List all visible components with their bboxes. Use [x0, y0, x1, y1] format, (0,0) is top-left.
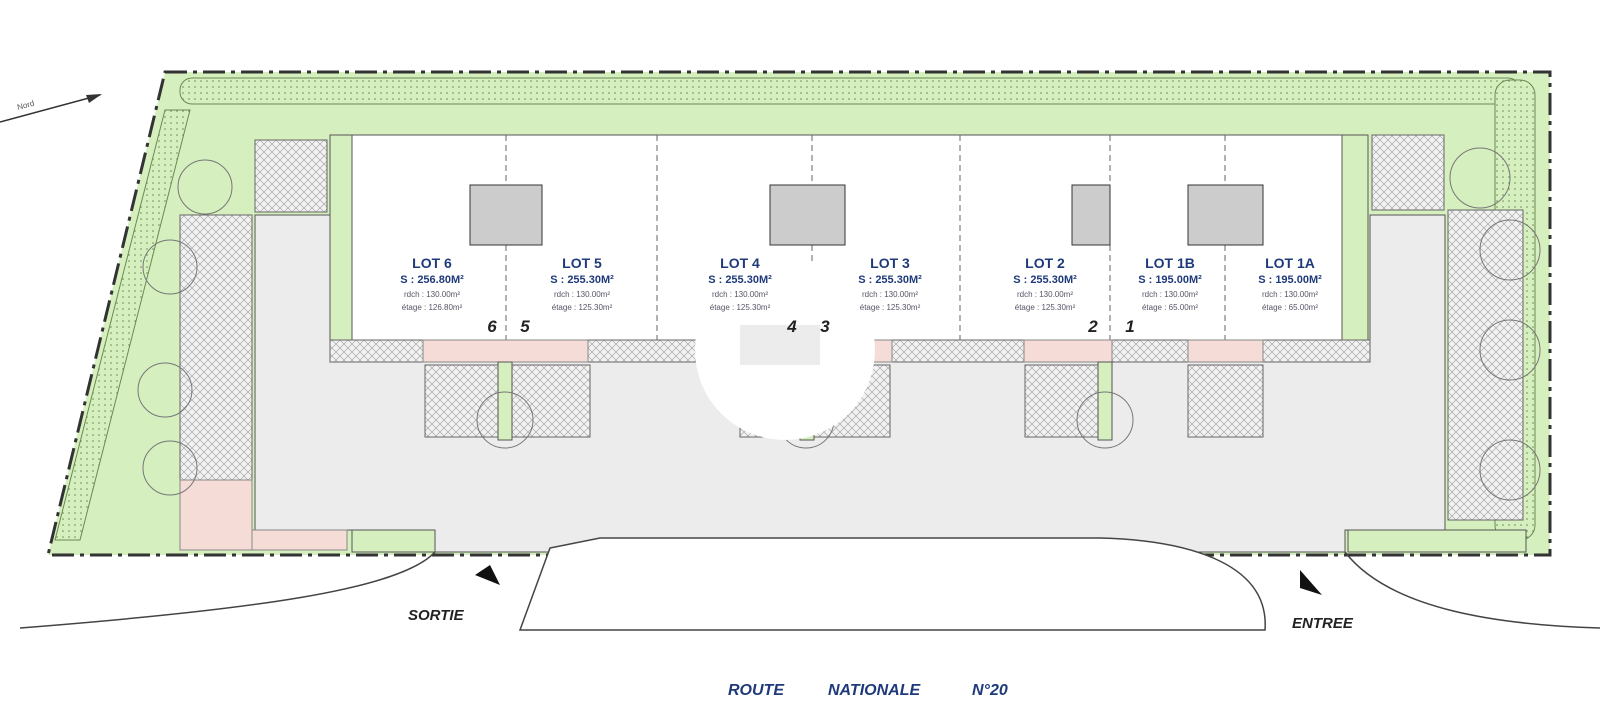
lot-surface: S : 195.00M² [1138, 274, 1202, 286]
parking-east-top [1371, 134, 1445, 211]
exit-label: SORTIE [408, 607, 465, 624]
north-hedge [179, 77, 1521, 105]
north-label: Nord [16, 99, 35, 112]
lot-rdch: rdch : 130.00m² [554, 290, 610, 299]
entry-arrow-icon [1300, 570, 1322, 595]
road-curve-east [1344, 551, 1600, 629]
lot-rdch: rdch : 130.00m² [1142, 290, 1198, 299]
lot-rdch: rdch : 130.00m² [1017, 290, 1073, 299]
lot-surface: S : 256.80M² [400, 274, 464, 286]
lot-rdch: rdch : 130.00m² [404, 290, 460, 299]
road-label-3: N°20 [972, 682, 1008, 699]
green-strip [329, 134, 353, 341]
lot-rdch: rdch : 130.00m² [862, 290, 918, 299]
lot-name: LOT 1B [1145, 255, 1195, 271]
pink-area [179, 479, 253, 551]
lot-number: 4 [786, 317, 797, 336]
lot-labels: LOT 6 S : 256.80M² rdch : 130.00m² étage : … [400, 255, 1322, 336]
lot-name: LOT 3 [870, 255, 910, 271]
lot-name: LOT 4 [720, 255, 760, 271]
parking-west-top [254, 139, 328, 213]
lot-rdch: rdch : 130.00m² [712, 290, 768, 299]
entry-label: ENTREE [1292, 615, 1354, 632]
lot-etage: étage : 125.30m² [1015, 303, 1076, 312]
lot-number: 5 [520, 317, 530, 336]
lot-surface: S : 255.30M² [708, 274, 772, 286]
lot-name: LOT 2 [1025, 255, 1065, 271]
green-strip [1341, 134, 1369, 341]
north-arrow-icon [0, 94, 102, 123]
west-hedge [54, 109, 191, 541]
parking-west [179, 214, 253, 481]
lot-number: 1 [1125, 317, 1134, 336]
green-strip [1347, 529, 1527, 553]
road-island [518, 537, 1266, 631]
lot-etage: étage : 125.30m² [860, 303, 921, 312]
lot-name: LOT 1A [1265, 255, 1315, 271]
green-strip [351, 529, 436, 553]
parking-east [1447, 209, 1524, 521]
lot-etage: étage : 65.00m² [1142, 303, 1198, 312]
lot-number: 2 [1087, 317, 1098, 336]
tree-icons [137, 147, 1541, 501]
logo-watermark [695, 260, 875, 440]
lot-surface: S : 195.00M² [1258, 274, 1322, 286]
lot-etage: étage : 125.30m² [710, 303, 771, 312]
exit-arrow-icon [475, 565, 500, 585]
lot-name: LOT 6 [412, 255, 452, 271]
road-label-2: NATIONALE [828, 682, 921, 699]
lot-name: LOT 5 [562, 255, 602, 271]
lot-number: 6 [487, 317, 497, 336]
pink-path [251, 529, 348, 551]
lot-rdch: rdch : 130.00m² [1262, 290, 1318, 299]
stair-icons [469, 184, 1264, 246]
road-label-1: ROUTE [728, 682, 785, 699]
lot-etage: étage : 125.30m² [552, 303, 613, 312]
lot-surface: S : 255.30M² [858, 274, 922, 286]
lot-surface: S : 255.30M² [550, 274, 614, 286]
lot-etage: étage : 126.80m² [402, 303, 463, 312]
lot-number: 3 [820, 317, 830, 336]
road-curve-west [19, 551, 436, 629]
lot-etage: étage : 65.00m² [1262, 303, 1318, 312]
lot-surface: S : 255.30M² [1013, 274, 1077, 286]
